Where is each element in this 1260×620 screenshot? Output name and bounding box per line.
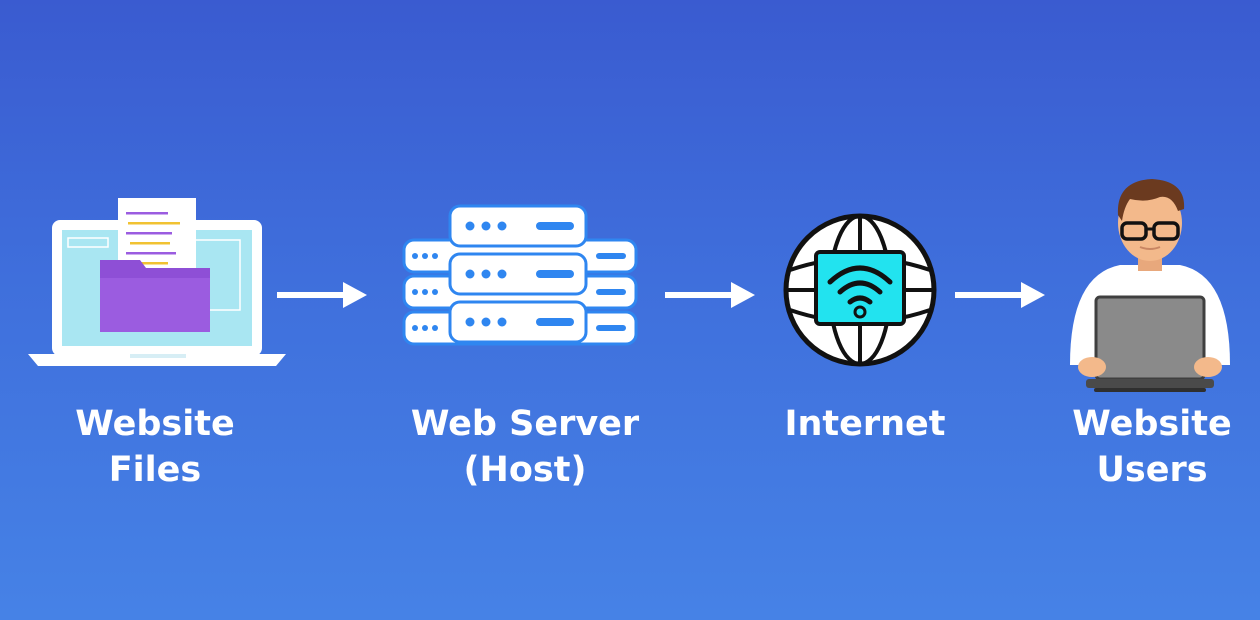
- step-label-line: Files: [108, 450, 202, 490]
- step-label-line: Website: [1072, 404, 1232, 444]
- step-label-website-users: Website Users: [1052, 401, 1252, 493]
- person-laptop-icon: [1070, 179, 1230, 392]
- step-label-line: Web Server: [410, 404, 640, 444]
- step-label-line: Users: [1096, 450, 1208, 490]
- step-label-web-server: Web Server (Host): [395, 401, 655, 493]
- arrow-right-icon: [955, 282, 1045, 308]
- globe-wifi-icon: [783, 213, 937, 367]
- server-stack-icon: [402, 204, 638, 346]
- arrow-right-icon: [665, 282, 755, 308]
- step-label-internet: Internet: [760, 401, 970, 447]
- step-label-line: Website: [75, 404, 235, 444]
- step-label-line: Internet: [784, 404, 946, 444]
- step-label-line: (Host): [463, 450, 587, 490]
- laptop-folder-icon: [28, 198, 286, 366]
- arrow-right-icon: [277, 282, 367, 308]
- step-label-website-files: Website Files: [55, 401, 255, 493]
